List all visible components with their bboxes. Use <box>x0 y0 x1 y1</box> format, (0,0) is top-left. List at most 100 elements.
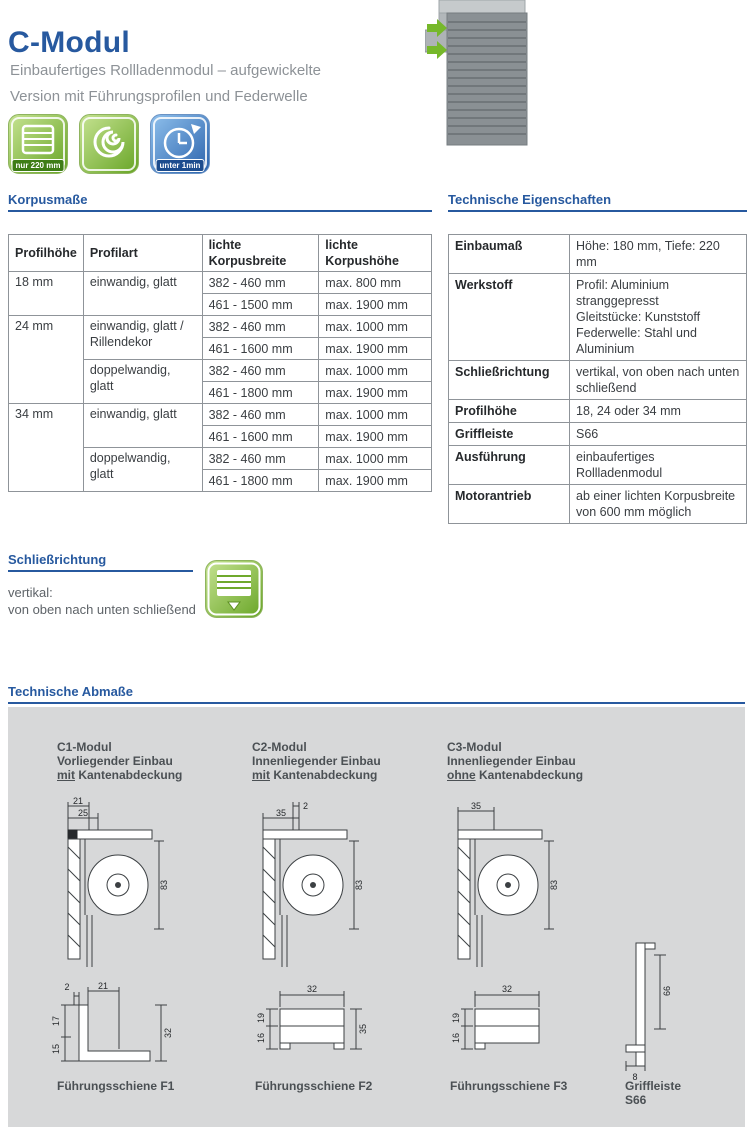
c2-module-header: C2-Modul Innenliegender Einbau mit Kante… <box>252 740 381 782</box>
c2-dim-top2: 35 <box>276 808 286 818</box>
c2-dim-side: 83 <box>354 880 364 890</box>
technical-drawings-panel: C1-Modul Vorliegender Einbau mit Kantena… <box>8 707 745 1127</box>
cell-breite: 461 - 1600 mm <box>201 337 320 360</box>
cell-profilart: einwandig, glatt <box>82 271 203 316</box>
table-row: Werkstoff Profil: Aluminium stranggepres… <box>448 273 747 361</box>
table-header-row: Profilhöhe Profilart lichte Korpusbreite… <box>8 234 432 272</box>
eigenschaften-table: Einbaumaß Höhe: 180 mm, Tiefe: 220 mm We… <box>448 234 747 524</box>
c3-module-name: C3-Modul <box>447 740 502 754</box>
cell-breite: 382 - 460 mm <box>201 271 320 294</box>
c2-module-line1: Innenliegender Einbau <box>252 754 381 768</box>
c3-rest: Kantenabdeckung <box>475 768 584 782</box>
table-row: Profilhöhe 18, 24 oder 34 mm <box>448 399 747 423</box>
c3-module-line2: ohne Kantenabdeckung <box>447 768 583 782</box>
cell-hoehe: max. 1000 mm <box>318 447 432 470</box>
closing-direction-icon <box>205 560 263 618</box>
cell-breite: 382 - 460 mm <box>201 403 320 426</box>
table-row: Griffleiste S66 <box>448 422 747 446</box>
spring-badge <box>79 114 139 174</box>
property-value: ab einer lichten Korpusbreite von 600 mm… <box>569 484 747 524</box>
c1-module-name: C1-Modul <box>57 740 112 754</box>
schliessrichtung-text: vertikal: von oben nach unten schließend <box>8 584 196 618</box>
subtitle-line1: Einbaufertiges Rollladenmodul – aufgewic… <box>10 62 322 79</box>
c2-module-name: C2-Modul <box>252 740 307 754</box>
korpusmasse-table: Profilhöhe Profilart lichte Korpusbreite… <box>8 234 432 492</box>
eigenschaften-heading: Technische Eigenschaften <box>448 192 747 212</box>
f1-dim-2: 2 <box>64 982 69 992</box>
f3-dim-32: 32 <box>502 984 512 994</box>
f3-dim-19: 19 <box>451 1013 461 1023</box>
s66-dim-66: 66 <box>662 986 672 996</box>
cell-profilart: einwandig, glatt / Rillendekor <box>82 315 203 360</box>
s66-dim-8: 8 <box>632 1072 637 1082</box>
green-arrow-icon <box>427 41 447 59</box>
table-row: 34 mm einwandig, glatt 382 - 460 mm max.… <box>8 403 432 492</box>
cell-hoehe: max. 1000 mm <box>318 403 432 426</box>
property-value: Profil: Aluminium stranggepresst Gleitst… <box>569 273 747 361</box>
c1-module-header: C1-Modul Vorliegender Einbau mit Kantena… <box>57 740 182 782</box>
spring-icon <box>93 126 125 158</box>
col-korpusbreite: lichte Korpusbreite <box>201 234 320 272</box>
table-row: 18 mm einwandig, glatt 382 - 460 mm max.… <box>8 271 432 316</box>
f1-dim-17: 17 <box>51 1016 61 1026</box>
c1-rest: Kantenabdeckung <box>75 768 183 782</box>
subtitle: Einbaufertiges Rollladenmodul – aufgewic… <box>10 58 321 110</box>
cell-profilhoehe: 24 mm <box>8 315 84 404</box>
c3-dim-side: 83 <box>549 880 559 890</box>
c1-dim-top2: 25 <box>78 808 88 818</box>
f2-dim-32: 32 <box>307 984 317 994</box>
f1-rail-drawing: 2 21 17 15 32 <box>51 981 173 1062</box>
f2-dim-19: 19 <box>256 1013 266 1023</box>
page-title: C-Modul <box>8 26 131 60</box>
property-label: Werkstoff <box>448 273 570 361</box>
property-label: Schließrichtung <box>448 360 570 400</box>
shutter-depth-icon <box>21 124 55 155</box>
subtitle-line2: Version mit Führungsprofilen und Federwe… <box>10 88 308 105</box>
cell-breite: 382 - 460 mm <box>201 359 320 382</box>
property-value: vertikal, von oben nach unten schließend <box>569 360 747 400</box>
korpusmasse-heading: Korpusmaße <box>8 192 432 212</box>
c3-emph: ohne <box>447 768 476 782</box>
f3-rail-drawing: 32 19 16 <box>451 984 540 1050</box>
property-label: Einbaumaß <box>448 234 570 274</box>
depth-badge-label: nur 220 mm <box>11 159 65 172</box>
c2-rest: Kantenabdeckung <box>270 768 378 782</box>
table-row: 461 - 1500 mm max. 1900 mm <box>9 293 432 316</box>
f3-dim-16: 16 <box>451 1033 461 1043</box>
cell-breite: 382 - 460 mm <box>201 447 320 470</box>
cell-hoehe: max. 1900 mm <box>318 337 432 360</box>
schliessrichtung-line2: von oben nach unten schließend <box>8 602 196 617</box>
cell-hoehe: max. 1900 mm <box>318 469 432 492</box>
c2-dim-top1: 2 <box>303 801 308 811</box>
c1-module-line2: mit Kantenabdeckung <box>57 768 182 782</box>
f2-dim-16: 16 <box>256 1033 266 1043</box>
cell-profilart: doppelwandig, glatt <box>82 359 203 404</box>
schliessrichtung-line1: vertikal: <box>8 585 53 600</box>
table-row: Einbaumaß Höhe: 180 mm, Tiefe: 220 mm <box>448 234 747 274</box>
c1-dim-side: 83 <box>159 880 169 890</box>
cell-profilhoehe: 18 mm <box>8 271 84 316</box>
cell-hoehe: max. 1900 mm <box>318 425 432 448</box>
table-row: 461 - 1800 mm max. 1900 mm <box>9 469 432 492</box>
abmasse-heading: Technische Abmaße <box>8 684 745 704</box>
cell-profilart: doppelwandig, glatt <box>82 447 203 492</box>
green-arrow-icon <box>427 19 447 37</box>
c3-dim-top1: 35 <box>471 801 481 811</box>
c3-module-header: C3-Modul Innenliegender Einbau ohne Kant… <box>447 740 583 782</box>
f1-dim-15: 15 <box>51 1044 61 1054</box>
cell-profilhoehe: 34 mm <box>8 403 84 492</box>
col-korpushoehe: lichte Korpushöhe <box>318 234 432 272</box>
clock-icon <box>163 124 201 159</box>
cell-hoehe: max. 1000 mm <box>318 315 432 338</box>
c1-cross-section-drawing: 21 25 83 <box>67 797 169 967</box>
depth-badge: nur 220 mm <box>8 114 68 174</box>
property-value: einbaufertiges Rollladenmodul <box>569 445 747 485</box>
cell-hoehe: max. 1900 mm <box>318 381 432 404</box>
col-profilart: Profilart <box>82 234 203 272</box>
product-photo <box>425 0 528 146</box>
f2-rail-drawing: 32 19 16 35 <box>256 984 368 1050</box>
cell-hoehe: max. 1900 mm <box>318 293 432 316</box>
table-row: Ausführung einbaufertiges Rollladenmodul <box>448 445 747 485</box>
c3-module-line1: Innenliegender Einbau <box>447 754 576 768</box>
f2-rail-label: Führungsschiene F2 <box>255 1079 373 1093</box>
